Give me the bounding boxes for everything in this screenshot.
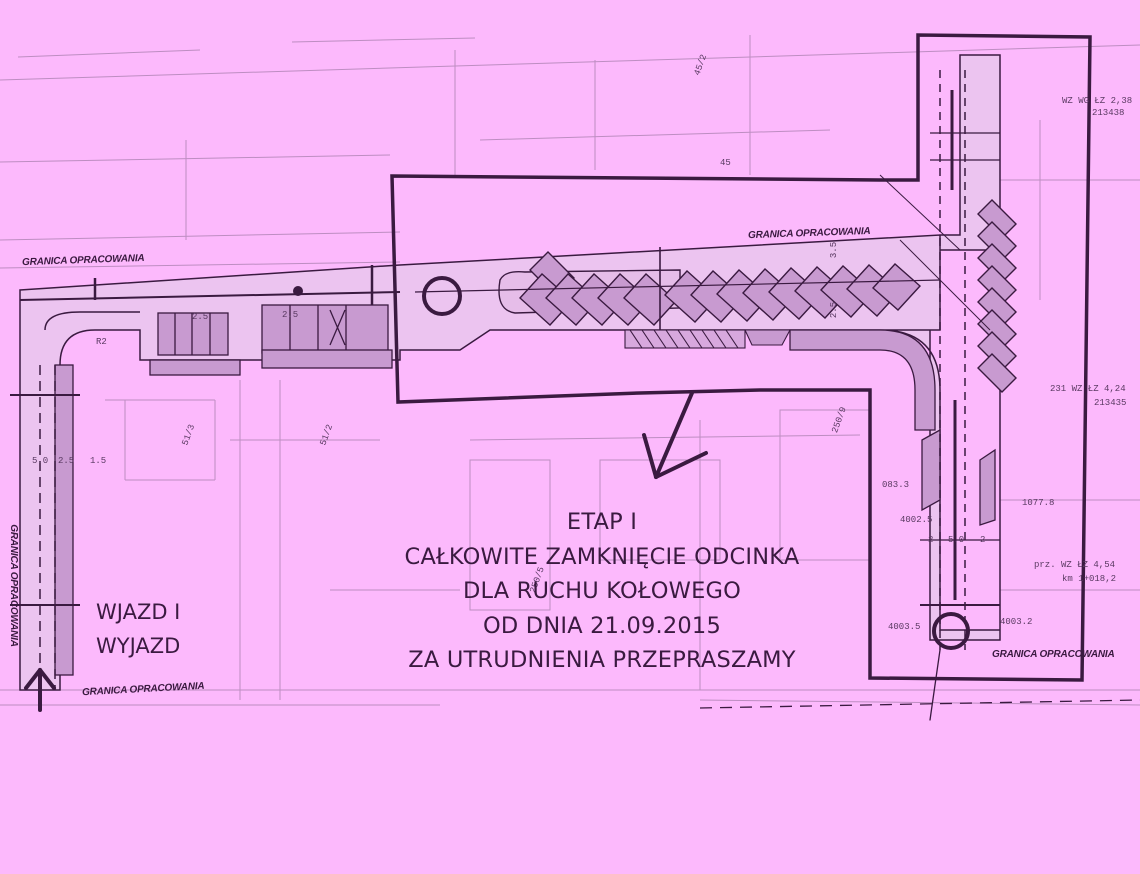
right-note-5: prz. WZ ŁZ 4,54	[1034, 560, 1116, 570]
dim-radius: R2	[96, 337, 107, 347]
right-note-4: 213435	[1094, 398, 1127, 408]
faint-background-linework	[0, 35, 1140, 706]
entry-exit-label: WJAZD I WYJAZD	[96, 595, 180, 663]
boundary-label-bottom-right: GRANICA OPRACOWANIA	[992, 649, 1115, 660]
dim-2-left-right: 2	[928, 535, 934, 545]
centerlines	[10, 70, 1000, 690]
turnaround-circle-right	[932, 612, 970, 650]
elevation-4002-5: 4002.5	[900, 515, 933, 525]
elevation-4003-5: 4003.5	[888, 622, 921, 632]
dim-5-0-left: 5.0	[32, 456, 49, 466]
road-surfaces	[19, 54, 1001, 691]
direction-arrows	[24, 391, 941, 721]
plot-45: 45	[720, 158, 731, 168]
right-note-1: WZ WG ŁZ 2,38	[1062, 96, 1133, 106]
right-note-6: km 1+018,2	[1062, 574, 1117, 584]
dim-2-5-left: 2.5	[58, 456, 75, 466]
parking-bays-left	[54, 304, 393, 676]
elevation-4003-2: 4003.2	[1000, 617, 1033, 627]
entry-label-line2: WYJAZD	[96, 634, 181, 658]
notice-line3: OD DNIA 21.09.2015	[483, 612, 721, 639]
hatched-sidewalk	[624, 329, 791, 349]
dim-parking-a: 2.5	[192, 312, 209, 322]
dim-5-0-right: 5.0	[948, 535, 965, 545]
bottom-right-boundary-dashes	[699, 699, 1140, 709]
notice-stage: ETAP I	[566, 509, 638, 535]
elevation-083-3: 083.3	[882, 480, 910, 490]
angled-parking-row	[498, 199, 1017, 393]
notice-line4: ZA UTRUDNIENIA PRZEPRASZAMY	[408, 647, 796, 673]
dim-2-5-right: 2.5	[829, 301, 840, 319]
turnaround-circle-left	[422, 276, 462, 316]
notice-line2: DLA RUCHU KOŁOWEGO	[462, 578, 742, 604]
roundabout-circles	[422, 276, 970, 650]
closure-boundary	[390, 33, 1092, 682]
utility-point-icon	[293, 286, 303, 296]
entry-label-line1: WJAZD I	[96, 600, 181, 624]
dim-1-5-left: 1.5	[90, 456, 107, 466]
dim-parking-b: 2.5	[282, 310, 299, 320]
curved-sidewalk-right	[789, 329, 996, 526]
right-note-3: 231 WZ ŁZ 4,24	[1050, 384, 1126, 394]
dim-3-5: 3.5	[829, 241, 840, 259]
boundary-label-left-vertical: GRANICA OPRACOWANIA	[7, 524, 19, 647]
closure-notice: ETAP I CAŁKOWITE ZAMKNIĘCIE ODCINKA DLA …	[372, 505, 832, 678]
parking-bay-set	[519, 263, 921, 326]
right-note-2: 213438	[1092, 108, 1125, 118]
dim-2-right-right: 2	[980, 535, 986, 545]
notice-line1: CAŁKOWITE ZAMKNIĘCIE ODCINKA	[404, 543, 800, 570]
elevation-1077-8: 1077.8	[1022, 498, 1055, 508]
